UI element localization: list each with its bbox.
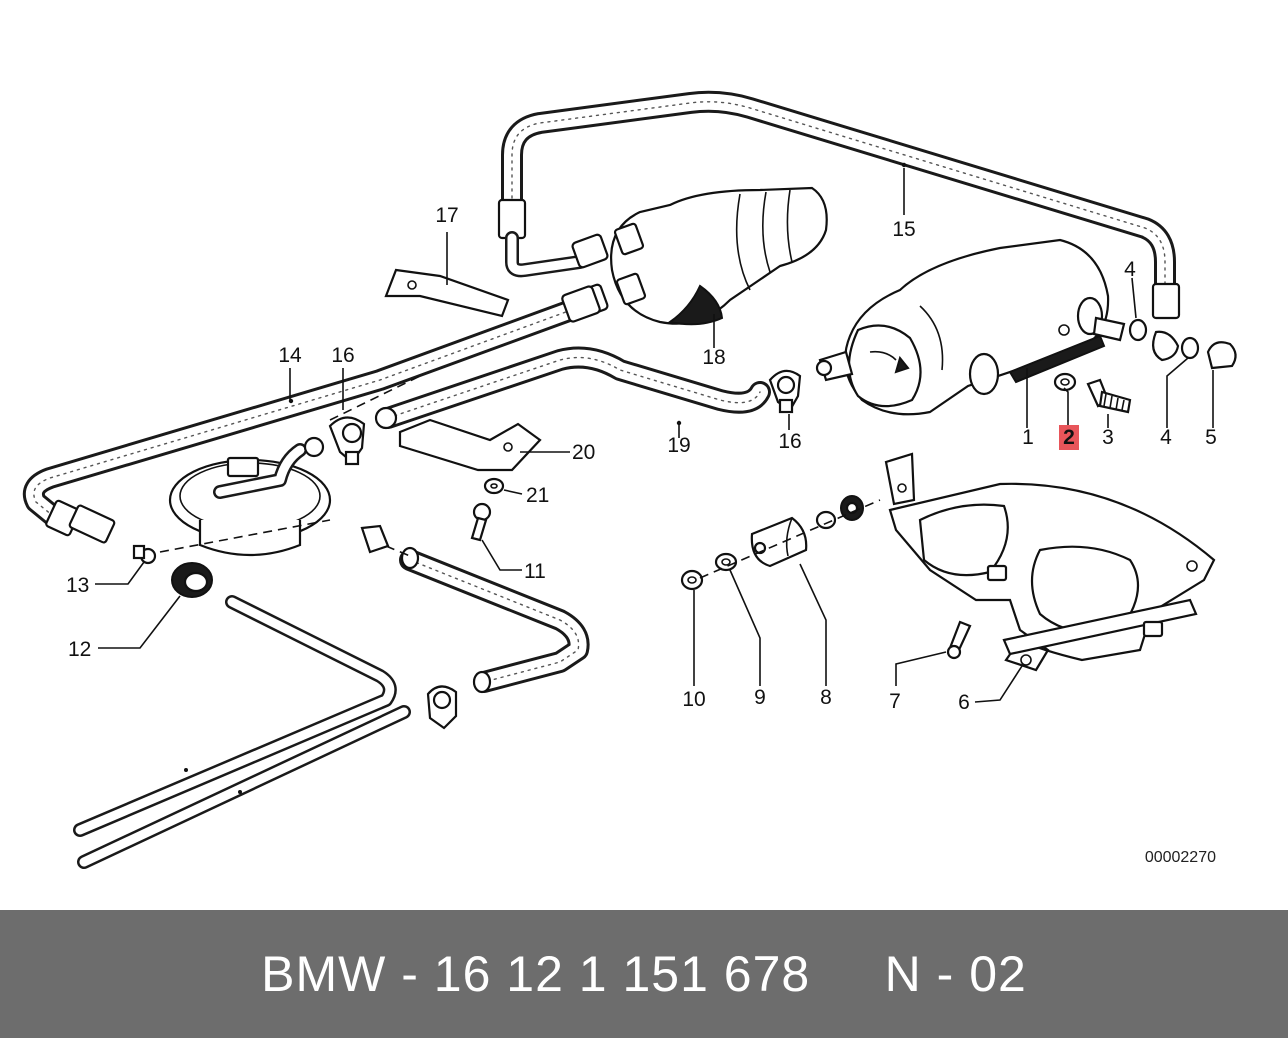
pump-bracket-6 (884, 452, 1216, 672)
callout-labels: 17 18 15 4 14 16 1 2 3 4 5 19 16 20 21 1… (66, 204, 1217, 714)
callout-4-upper: 4 (1124, 258, 1136, 281)
callout-19: 19 (667, 434, 690, 457)
assembly-axis-lines (159, 375, 881, 579)
callout-2: 2 (1063, 426, 1075, 449)
callout-10: 10 (682, 688, 705, 711)
parts-diagram: 17 18 15 4 14 16 1 2 3 4 5 19 16 20 21 1… (22, 90, 1237, 869)
bracket-17 (384, 268, 510, 318)
callout-9: 9 (754, 686, 766, 709)
footer-bar: BMW - 16 12 1 151 678 N - 02 (0, 910, 1288, 1038)
callout-20: 20 (572, 441, 595, 464)
lower-fuel-hose (360, 524, 590, 730)
callout-21: 21 (526, 484, 549, 507)
callout-16-right: 16 (778, 430, 801, 453)
banjo-bolt-fitting (1092, 316, 1180, 362)
bolt-11 (470, 502, 492, 542)
o-ring-4-lower (1180, 336, 1200, 360)
grommet-12 (171, 562, 213, 598)
callout-18: 18 (702, 346, 725, 369)
leader-lines (95, 168, 1214, 703)
callout-7: 7 (889, 690, 901, 713)
fuel-hose-19 (374, 346, 771, 430)
nut-10 (680, 569, 704, 591)
callout-13: 13 (66, 574, 89, 597)
callout-15: 15 (892, 218, 915, 241)
fuel-accumulator-18 (571, 186, 828, 326)
callout-16-left: 16 (331, 344, 354, 367)
callout-11: 11 (524, 560, 546, 583)
callout-2-highlight (1059, 425, 1079, 450)
tank-sender-unit (168, 436, 332, 557)
nipple-13 (132, 544, 157, 565)
callout-6: 6 (958, 691, 970, 714)
callout-1: 1 (1022, 426, 1034, 449)
rubber-mount-8 (750, 516, 808, 568)
callout-8: 8 (820, 686, 832, 709)
fuel-hose-15 (497, 90, 1181, 320)
callout-17: 17 (435, 204, 458, 227)
diagram-reference-code: 00002270 (1145, 849, 1216, 866)
hose-clamp-16-left (328, 416, 366, 466)
washer-9 (714, 552, 738, 572)
fuel-hose-14 (22, 285, 601, 544)
callout-3: 3 (1102, 426, 1114, 449)
hose-clamp-16-right (768, 369, 802, 414)
bracket-20 (398, 418, 542, 472)
callout-5: 5 (1205, 426, 1217, 449)
banjo-fitting-3 (1086, 378, 1132, 414)
callout-14: 14 (278, 344, 302, 367)
fuel-pump-1 (815, 238, 1110, 416)
washer-21 (483, 477, 505, 495)
bolt-7 (946, 620, 972, 660)
o-ring-4-upper (1128, 318, 1148, 342)
fuel-system-exploded-view: 17 18 15 4 14 16 1 2 3 4 5 19 16 20 21 1… (22, 90, 1237, 869)
callout-4-lower: 4 (1160, 426, 1172, 449)
cap-nut-5 (1206, 341, 1237, 370)
seal-washer-2 (1053, 372, 1077, 392)
washer-upper-mount (815, 495, 864, 530)
callout-12: 12 (68, 638, 91, 661)
part-number-caption: BMW - 16 12 1 151 678 N - 02 (261, 946, 1027, 1002)
fuel-pipes-lower (73, 595, 411, 869)
